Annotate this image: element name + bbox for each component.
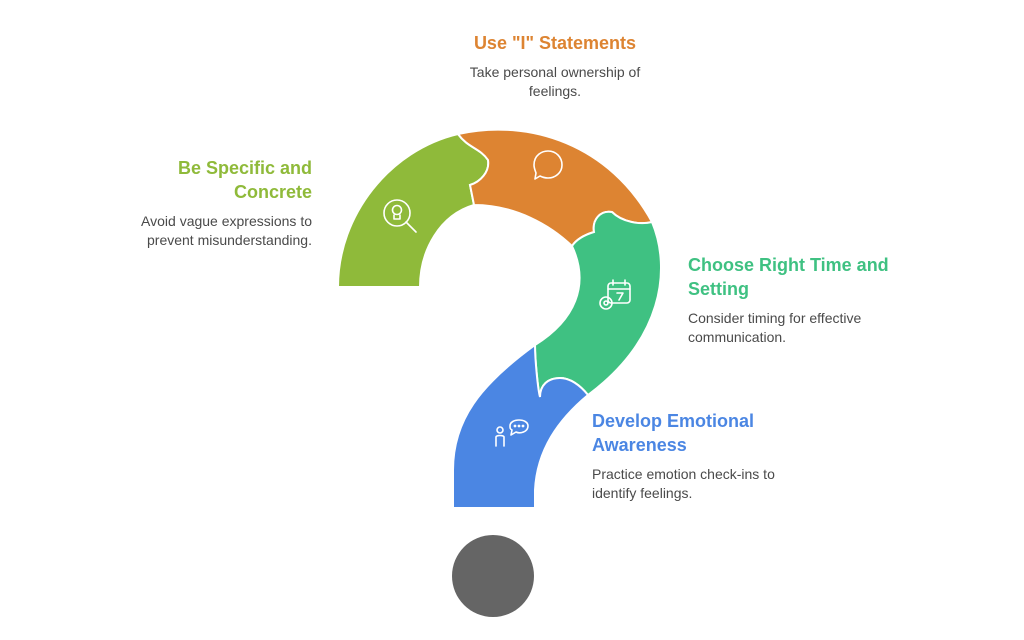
puzzle-piece-timing <box>533 210 662 398</box>
person-thought-icon <box>495 419 529 447</box>
step-title: Choose Right Time and Setting <box>688 255 889 299</box>
step-title: Be Specific and Concrete <box>177 158 312 202</box>
step-timing: Choose Right Time and Setting Consider t… <box>688 253 918 347</box>
calendar-gear-icon <box>599 279 631 310</box>
question-mark-dot <box>452 535 534 617</box>
step-title: Use "I" Statements <box>473 33 637 53</box>
magnifier-idea-icon <box>383 199 417 233</box>
speech-bubble-icon <box>533 150 563 180</box>
step-specific: Be Specific and Concrete Avoid vague exp… <box>112 156 312 250</box>
step-description: Practice emotion check-ins to identify f… <box>592 466 775 501</box>
step-awareness: Develop Emotional Awareness Practice emo… <box>592 409 822 503</box>
step-title: Develop Emotional Awareness <box>592 411 755 455</box>
step-i-statements: Use "I" Statements Take personal ownersh… <box>440 31 670 101</box>
puzzle-piece-awareness <box>452 343 590 509</box>
puzzle-piece-specific <box>336 132 490 288</box>
step-description: Take personal ownership of feelings. <box>469 64 641 99</box>
step-description: Consider timing for effective communicat… <box>688 310 862 345</box>
step-description: Avoid vague expressions to prevent misun… <box>141 213 312 248</box>
